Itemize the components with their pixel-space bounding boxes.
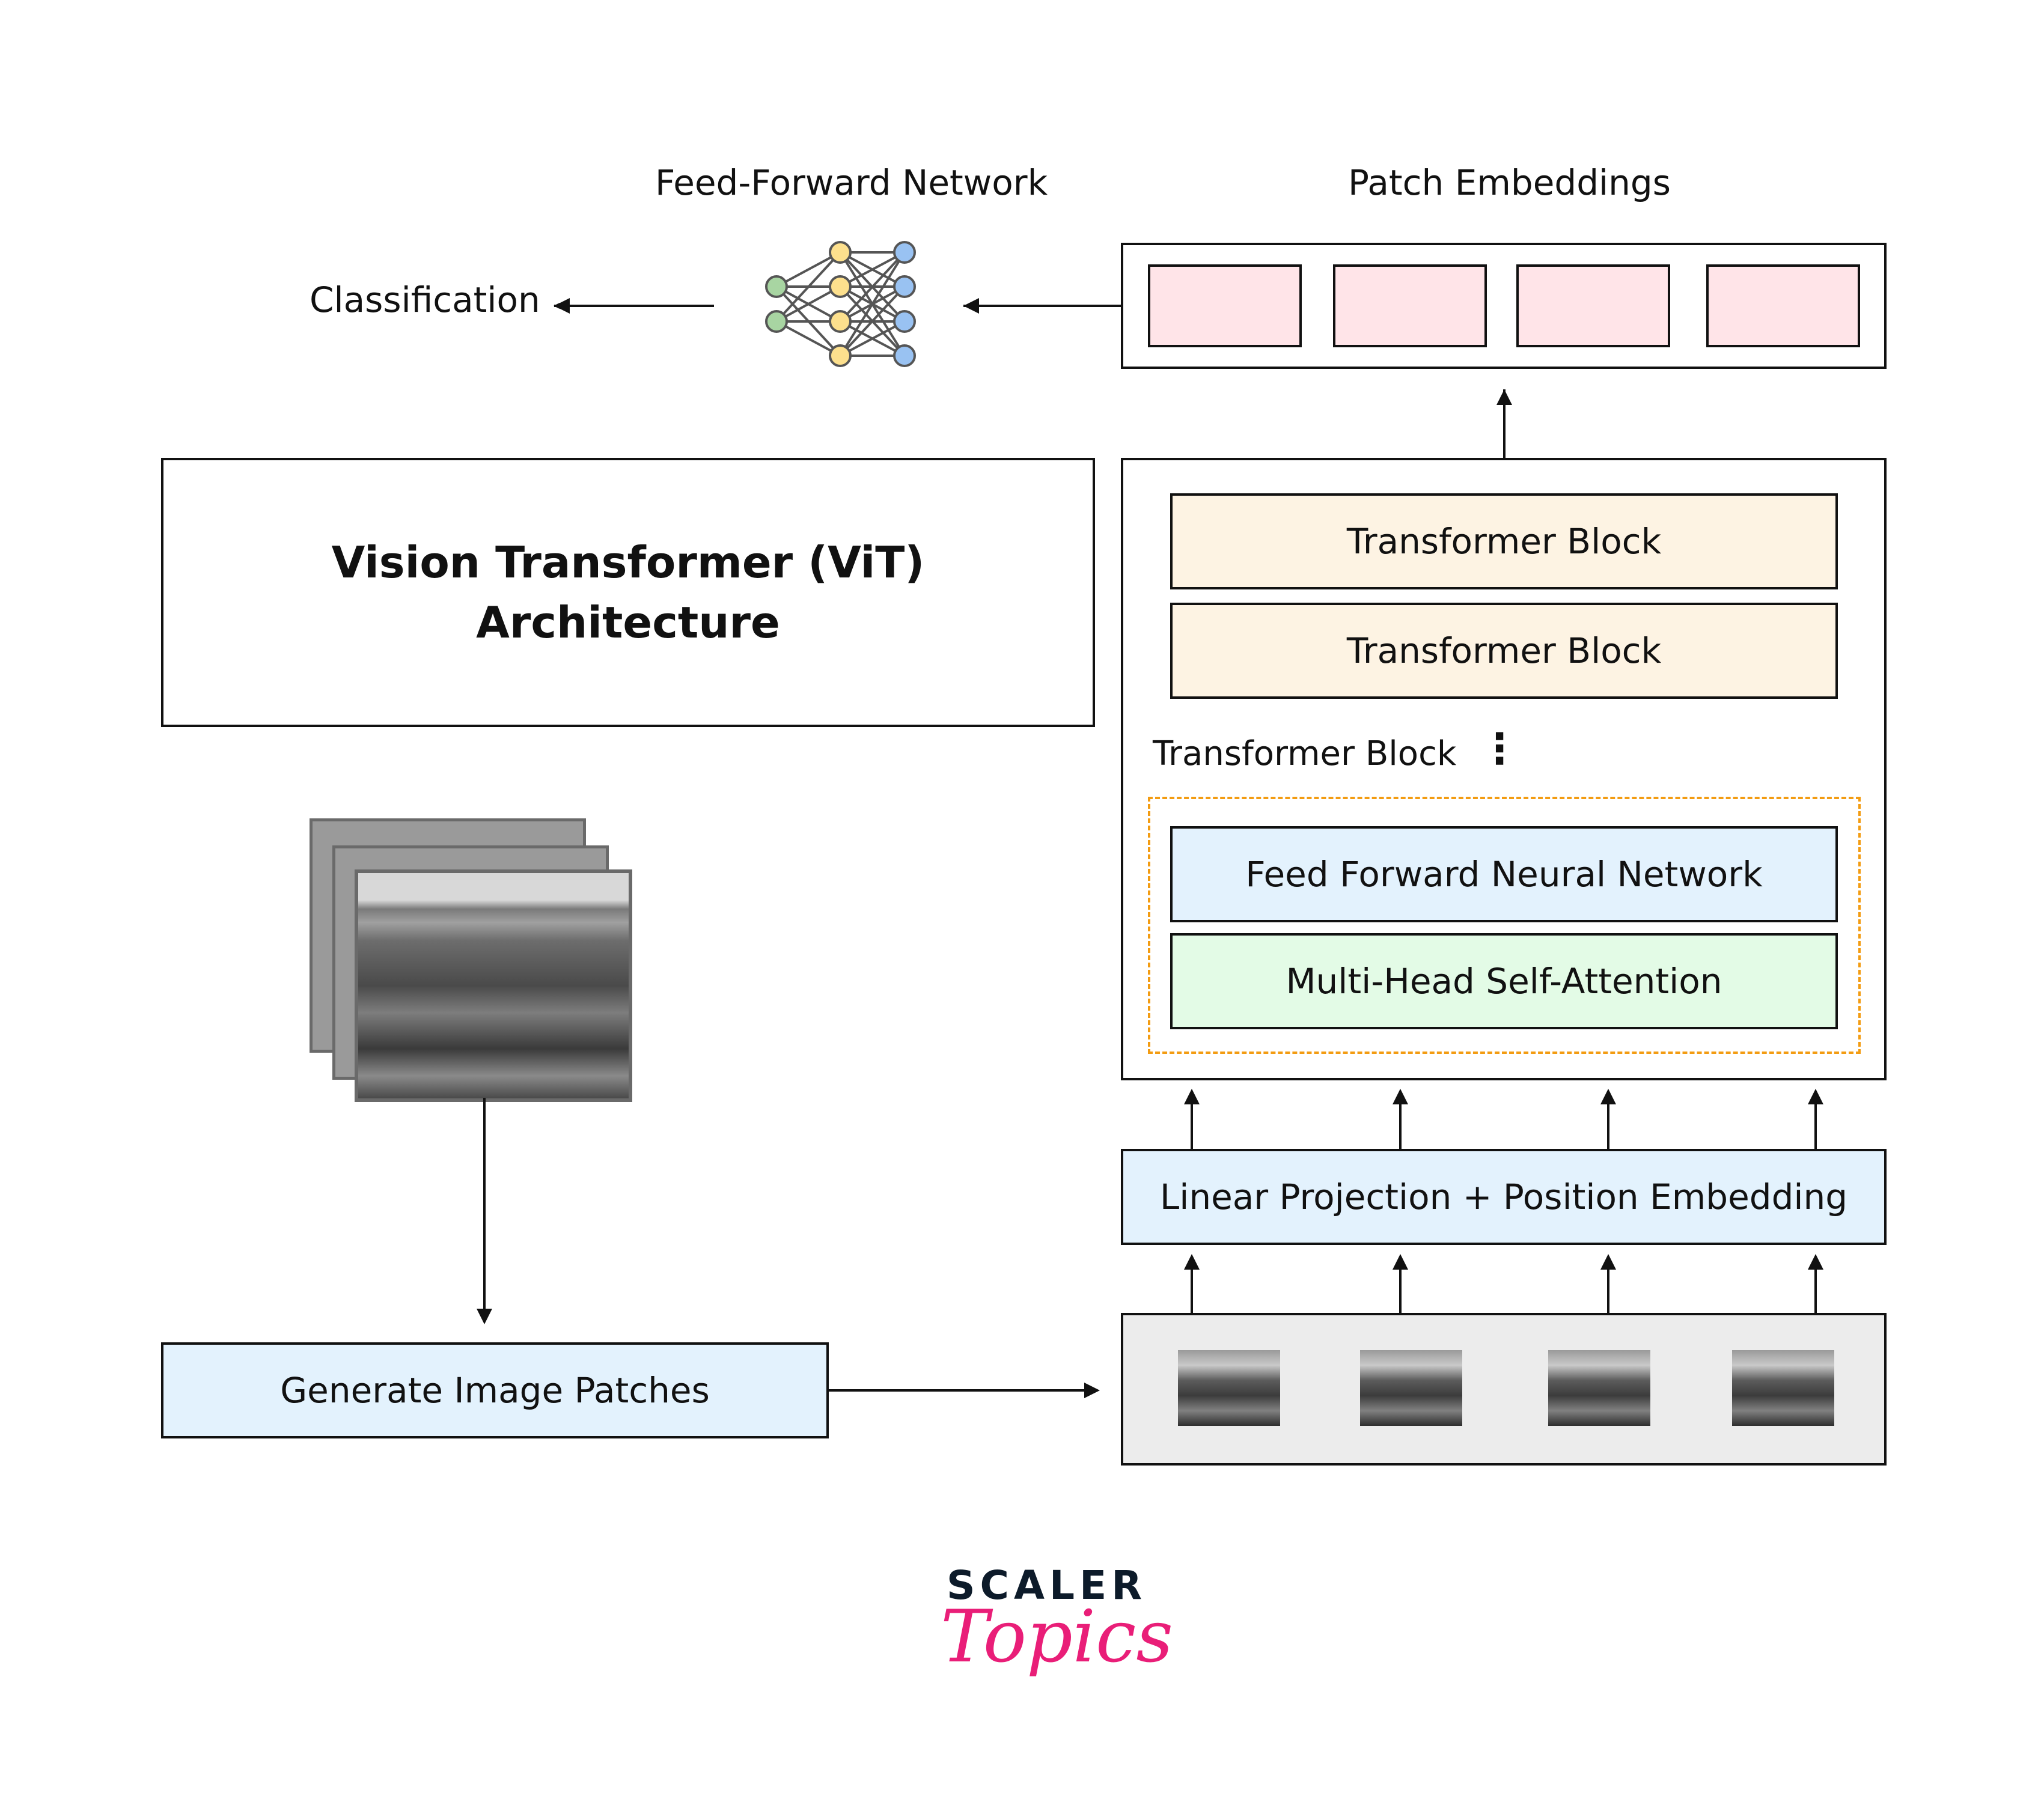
input-image-stack [310,818,634,1102]
neural-network-icon [765,241,916,367]
patch-embeddings-container [1121,243,1887,369]
transformer-block-1: Transformer Block [1170,493,1838,589]
generate-image-patches-block: Generate Image Patches [161,1342,829,1438]
transformer-block-3-label: Transformer Block [1153,734,1457,773]
ellipsis-icon: ⋮ [1478,724,1521,773]
nn-node [829,344,852,367]
input-image [355,869,632,1102]
image-patch-1 [1178,1350,1280,1426]
image-patch-3 [1548,1350,1650,1426]
patch-embedding-2 [1333,264,1487,347]
title-box: Vision Transformer (ViT) Architecture [161,458,1095,727]
patch-embeddings-label: Patch Embeddings [1348,162,1671,203]
nn-node [829,241,852,264]
logo-topics: Topics [941,1595,1173,1679]
title-line1: Vision Transformer (ViT) [331,537,925,588]
patch-embedding-4 [1706,264,1860,347]
classification-label: Classification [310,279,540,320]
patch-embedding-3 [1516,264,1670,347]
title-line2: Architecture [476,597,780,648]
image-patch-4 [1732,1350,1834,1426]
feed-forward-network-label: Feed-Forward Network [655,162,1048,203]
logo-scaler: SCALER [947,1562,1147,1609]
encoder-layer-group [1148,797,1861,1054]
feed-forward-neural-network-block: Feed Forward Neural Network [1170,826,1838,922]
nn-node [829,275,852,298]
nn-node [893,241,916,264]
nn-node [893,310,916,333]
nn-node [765,310,788,333]
nn-node [893,344,916,367]
linear-projection-block: Linear Projection + Position Embedding [1121,1149,1887,1245]
arrowheads [477,298,1823,1398]
nn-node [829,310,852,333]
multi-head-self-attention-block: Multi-Head Self-Attention [1170,933,1838,1029]
nn-node [765,275,788,298]
patch-embedding-1 [1148,264,1302,347]
nn-node [893,275,916,298]
transformer-block-2: Transformer Block [1170,603,1838,699]
transformer-encoder-container [1121,458,1887,1080]
image-patch-2 [1360,1350,1462,1426]
